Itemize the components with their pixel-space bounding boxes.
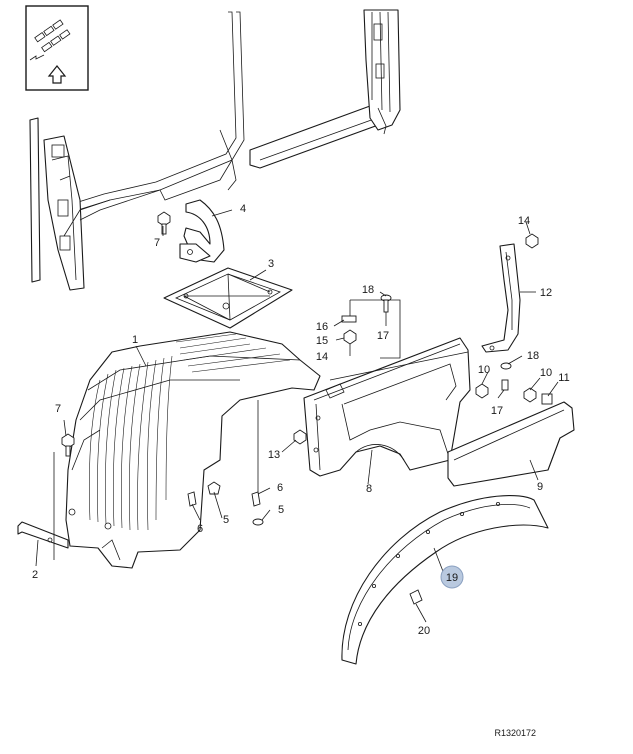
part-13-nut xyxy=(293,429,307,445)
part-3-mounting-plate xyxy=(163,267,293,329)
callout-5-right: 5 xyxy=(278,504,284,516)
callout-15: 15 xyxy=(316,335,328,347)
fasteners-5-6 xyxy=(187,481,264,526)
part-1-mudguard xyxy=(65,331,321,569)
part-8-side-panel xyxy=(303,337,471,477)
vehicle-direction-icon xyxy=(25,5,89,91)
part-12-bracket-arm xyxy=(481,243,521,353)
callout-13: 13 xyxy=(268,449,280,461)
part-7-bolt-upper xyxy=(157,211,171,235)
callout-labels: 4 7 3 1 7 2 5 6 6 5 13 8 9 16 15 14 18 1… xyxy=(32,203,570,637)
callout-10-right: 10 xyxy=(540,367,552,379)
callout-5-left: 5 xyxy=(223,514,229,526)
callout-17-lower: 17 xyxy=(491,405,503,417)
callout-12: 12 xyxy=(540,287,552,299)
callout-19[interactable]: 19 xyxy=(446,572,458,584)
callout-6-left: 6 xyxy=(197,523,203,535)
callout-7-upper: 7 xyxy=(154,237,160,249)
callout-18-upper-visible: 18 xyxy=(362,284,374,296)
callout-3: 3 xyxy=(268,258,274,270)
part-20-clip xyxy=(409,589,423,605)
callout-11: 11 xyxy=(558,372,569,384)
callout-14-right: 14 xyxy=(518,215,530,227)
callout-2: 2 xyxy=(32,569,38,581)
callout-9: 9 xyxy=(537,481,543,493)
part-7-bolt-lower xyxy=(61,433,75,457)
cab-frame-structure xyxy=(29,9,401,291)
callout-7-lower: 7 xyxy=(55,403,61,415)
callout-10-left: 10 xyxy=(478,364,490,376)
part-2-bracket xyxy=(17,521,69,549)
callout-4: 4 xyxy=(240,203,246,215)
part-4-bracket xyxy=(179,199,225,263)
leader-lines xyxy=(35,209,559,623)
callout-20: 20 xyxy=(418,625,430,637)
callout-18-lower: 18 xyxy=(527,350,539,362)
part-19-wheel-arch-extension xyxy=(341,494,549,665)
callout-16: 16 xyxy=(316,321,328,333)
callout-6-right: 6 xyxy=(277,482,283,494)
callout-19-highlight[interactable] xyxy=(440,565,464,589)
reference-code: R1320172 xyxy=(494,728,536,738)
callout-14-left: 14 xyxy=(316,351,328,363)
fasteners-10-11 xyxy=(475,383,553,405)
callout-1: 1 xyxy=(132,334,138,346)
callout-17-upper: 17 xyxy=(377,330,389,342)
callout-8-visible: 8 xyxy=(366,483,372,495)
part-9-trim-panel xyxy=(447,401,575,487)
